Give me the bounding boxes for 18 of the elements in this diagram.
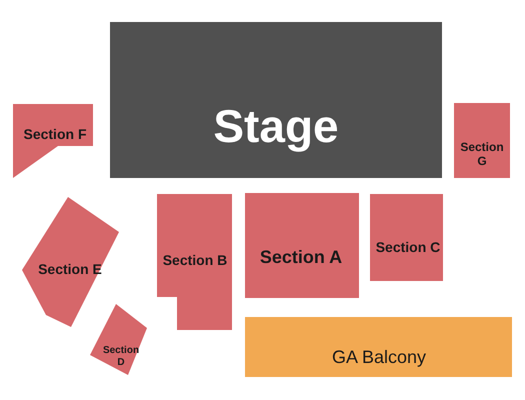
stage-area (110, 22, 442, 178)
section-label: Section E (37, 261, 103, 278)
section-label: Section B (162, 252, 228, 268)
balcony-area (245, 317, 512, 377)
seating-section (157, 194, 232, 330)
seating-section (454, 103, 510, 178)
seating-section (370, 194, 443, 281)
section-label: Section G (459, 141, 505, 169)
section-label: Section C (374, 239, 442, 256)
seating-section (90, 304, 147, 375)
section-label: Section D (102, 345, 140, 368)
seating-section (245, 193, 359, 298)
section-label: Section F (22, 126, 88, 142)
seating-section (13, 104, 93, 178)
seating-section (22, 197, 119, 327)
section-label: Section A (258, 247, 344, 268)
stage-label: Stage (212, 100, 340, 153)
section-label: GA Balcony (330, 347, 428, 368)
